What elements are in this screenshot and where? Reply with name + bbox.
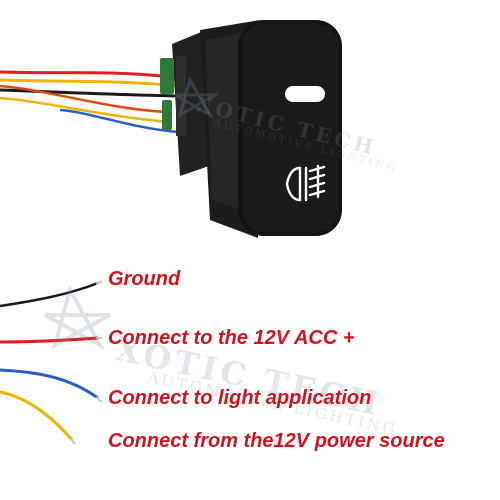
bottom-wires bbox=[0, 280, 103, 445]
switch-face bbox=[238, 20, 342, 236]
indicator-light bbox=[285, 86, 325, 102]
top-wires bbox=[0, 70, 181, 134]
watermark-logo-bottom bbox=[44, 284, 111, 351]
label-light-application: Connect to light application bbox=[108, 387, 372, 409]
label-power-source: Connect from the12V power source bbox=[108, 430, 445, 452]
fog-light-icon bbox=[285, 164, 326, 202]
watermark-logo-top bbox=[169, 76, 221, 120]
label-acc: Connect to the 12V ACC + bbox=[108, 327, 355, 349]
label-ground: Ground bbox=[108, 268, 181, 290]
